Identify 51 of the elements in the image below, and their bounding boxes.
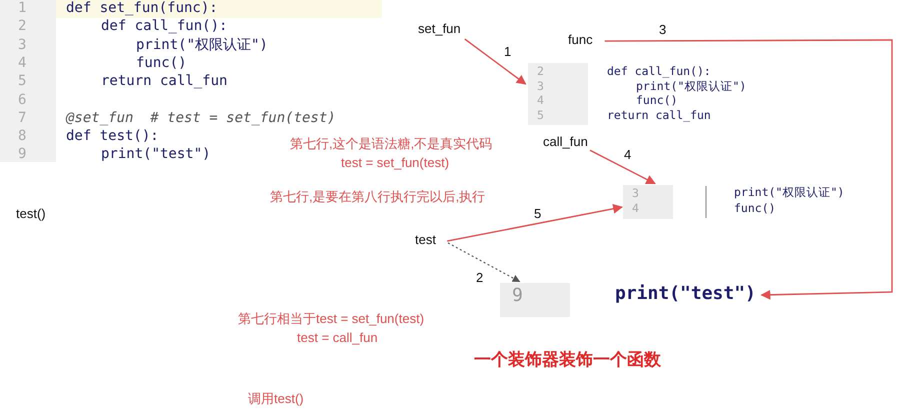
line-number: 7	[18, 110, 26, 126]
line-number: 2	[18, 18, 26, 34]
note-text: 调用test()	[248, 392, 304, 407]
line-number: 9	[512, 286, 523, 307]
note-text: test = set_fun(test)	[341, 156, 450, 171]
code-line: func()	[734, 202, 776, 216]
line-number: 3	[537, 80, 544, 93]
line-number: 5	[18, 73, 26, 90]
heading-note: 一个装饰器装饰一个函数	[474, 350, 661, 370]
code-line: return call_fun	[607, 108, 711, 122]
arrow	[446, 204, 623, 242]
line-number: 3	[632, 187, 639, 200]
code-word: test()	[16, 207, 46, 222]
variable-label: func	[568, 33, 602, 51]
code-line: def call_fun():	[607, 65, 711, 78]
arrow	[604, 39, 893, 300]
arrow	[590, 150, 656, 184]
code-line: print("权限认证")	[734, 186, 844, 200]
edge-label: 5	[533, 207, 542, 222]
line-number: 4	[18, 54, 26, 71]
note-text: test = call_fun	[297, 331, 378, 346]
code-line: print("test")	[615, 284, 760, 308]
arrow	[464, 38, 526, 85]
note-text: 第七行,是要在第八行执行完以后,执行	[270, 190, 486, 205]
line-number: 5	[537, 108, 544, 122]
variable-label: test	[415, 233, 445, 251]
line-number: 3	[18, 36, 26, 53]
code-line: def test():	[66, 128, 159, 144]
line-number: 1	[18, 0, 26, 16]
note-text: 第七行,这个是语法糖,不是真实代码	[290, 137, 492, 152]
code-line: print("权限认证")	[636, 80, 746, 93]
line-number: 4	[537, 94, 544, 108]
code-line: @set_fun # test = set_fun(test)	[66, 110, 336, 126]
variable-label: set_fun	[418, 22, 470, 40]
code-line: print("test")	[101, 146, 211, 162]
line-number: 9	[18, 146, 26, 162]
line-number: 8	[18, 128, 26, 144]
code-line: func()	[136, 54, 187, 71]
code-line: func()	[636, 94, 678, 108]
variable-label: call_fun	[543, 135, 601, 153]
line-number-gutter	[500, 283, 570, 317]
code-line: return call_fun	[101, 73, 228, 90]
line-number: 4	[632, 202, 639, 216]
note-text: 第七行相当于test = set_fun(test)	[238, 312, 424, 327]
line-number-gutter	[623, 185, 673, 219]
code-line: def call_fun():	[101, 18, 228, 34]
arrow	[448, 242, 520, 282]
line-number: 6	[18, 92, 26, 108]
code-line: print("权限认证")	[136, 36, 268, 53]
code-line: def set_fun(func):	[66, 0, 218, 16]
line-number: 2	[537, 65, 544, 78]
